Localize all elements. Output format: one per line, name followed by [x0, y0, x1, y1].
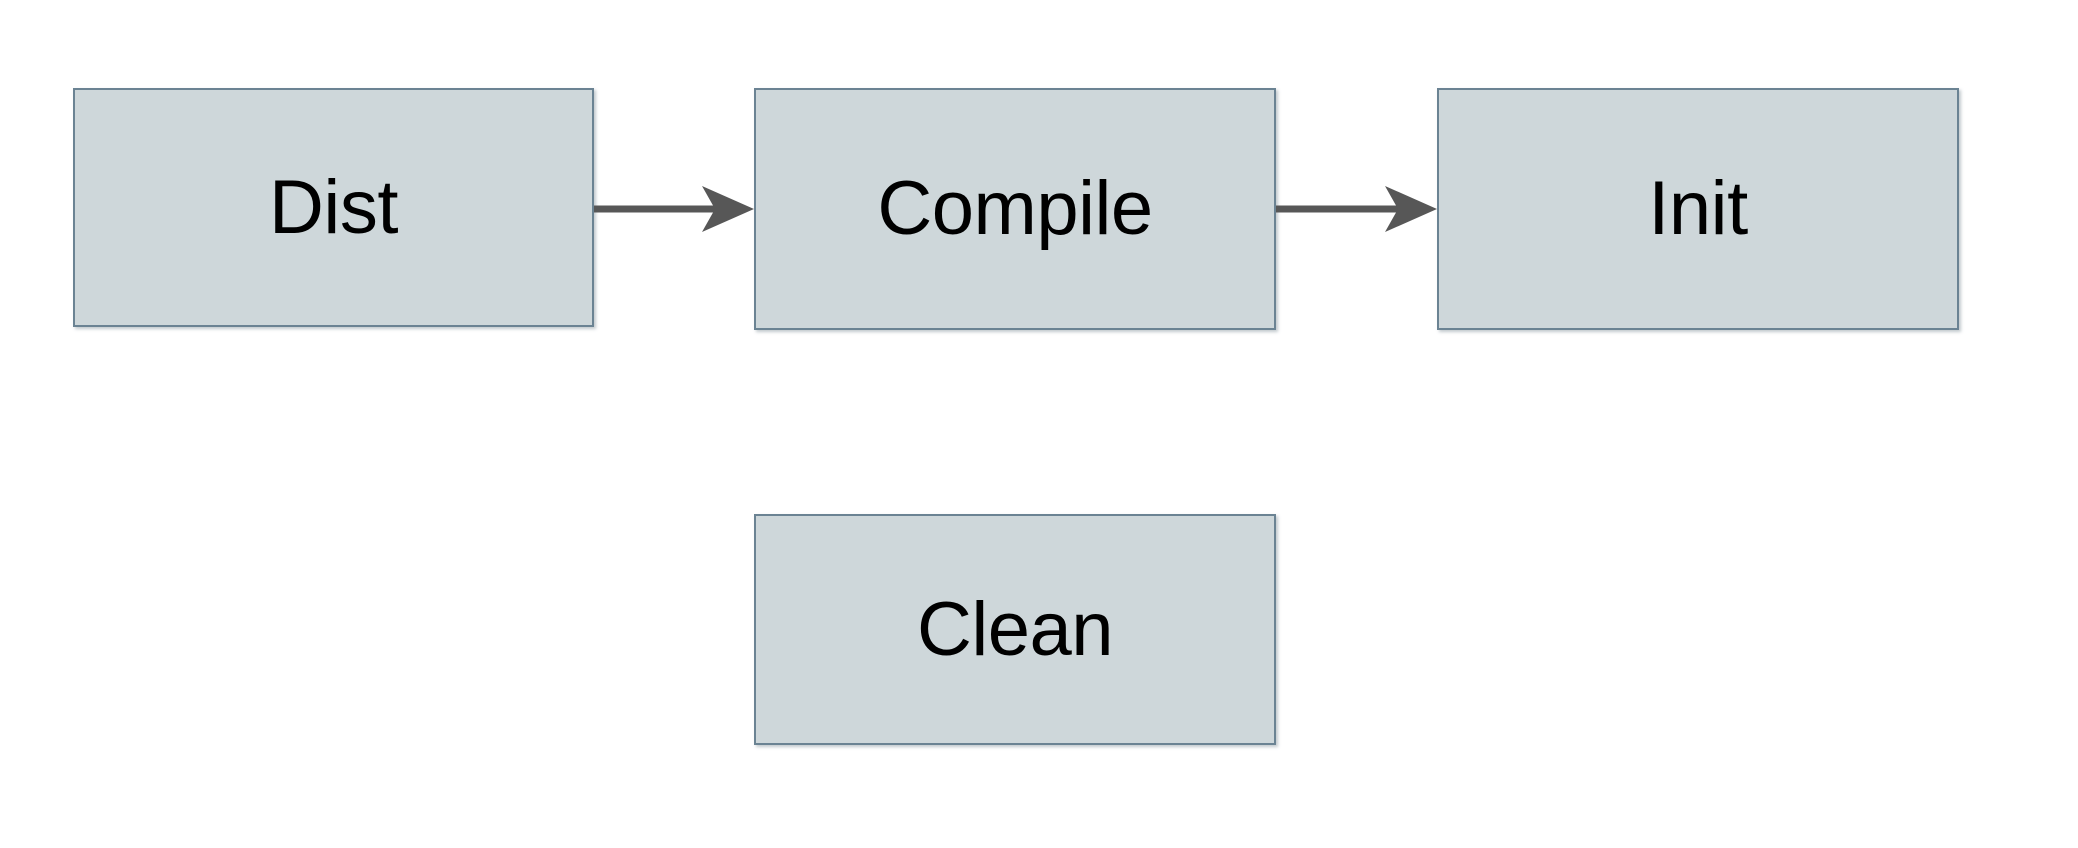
node-compile[interactable]: Compile	[754, 88, 1276, 330]
node-init[interactable]: Init	[1437, 88, 1959, 330]
node-clean[interactable]: Clean	[754, 514, 1276, 745]
node-compile-label: Compile	[877, 166, 1153, 251]
edge-compile-to-init	[1276, 171, 1437, 247]
node-init-label: Init	[1648, 166, 1748, 251]
arrow-icon	[1276, 186, 1437, 232]
edge-dist-to-compile	[594, 171, 754, 247]
node-dist-label: Dist	[269, 164, 398, 250]
node-dist[interactable]: Dist	[73, 88, 594, 327]
node-clean-label: Clean	[916, 586, 1114, 672]
arrow-icon	[594, 186, 754, 232]
